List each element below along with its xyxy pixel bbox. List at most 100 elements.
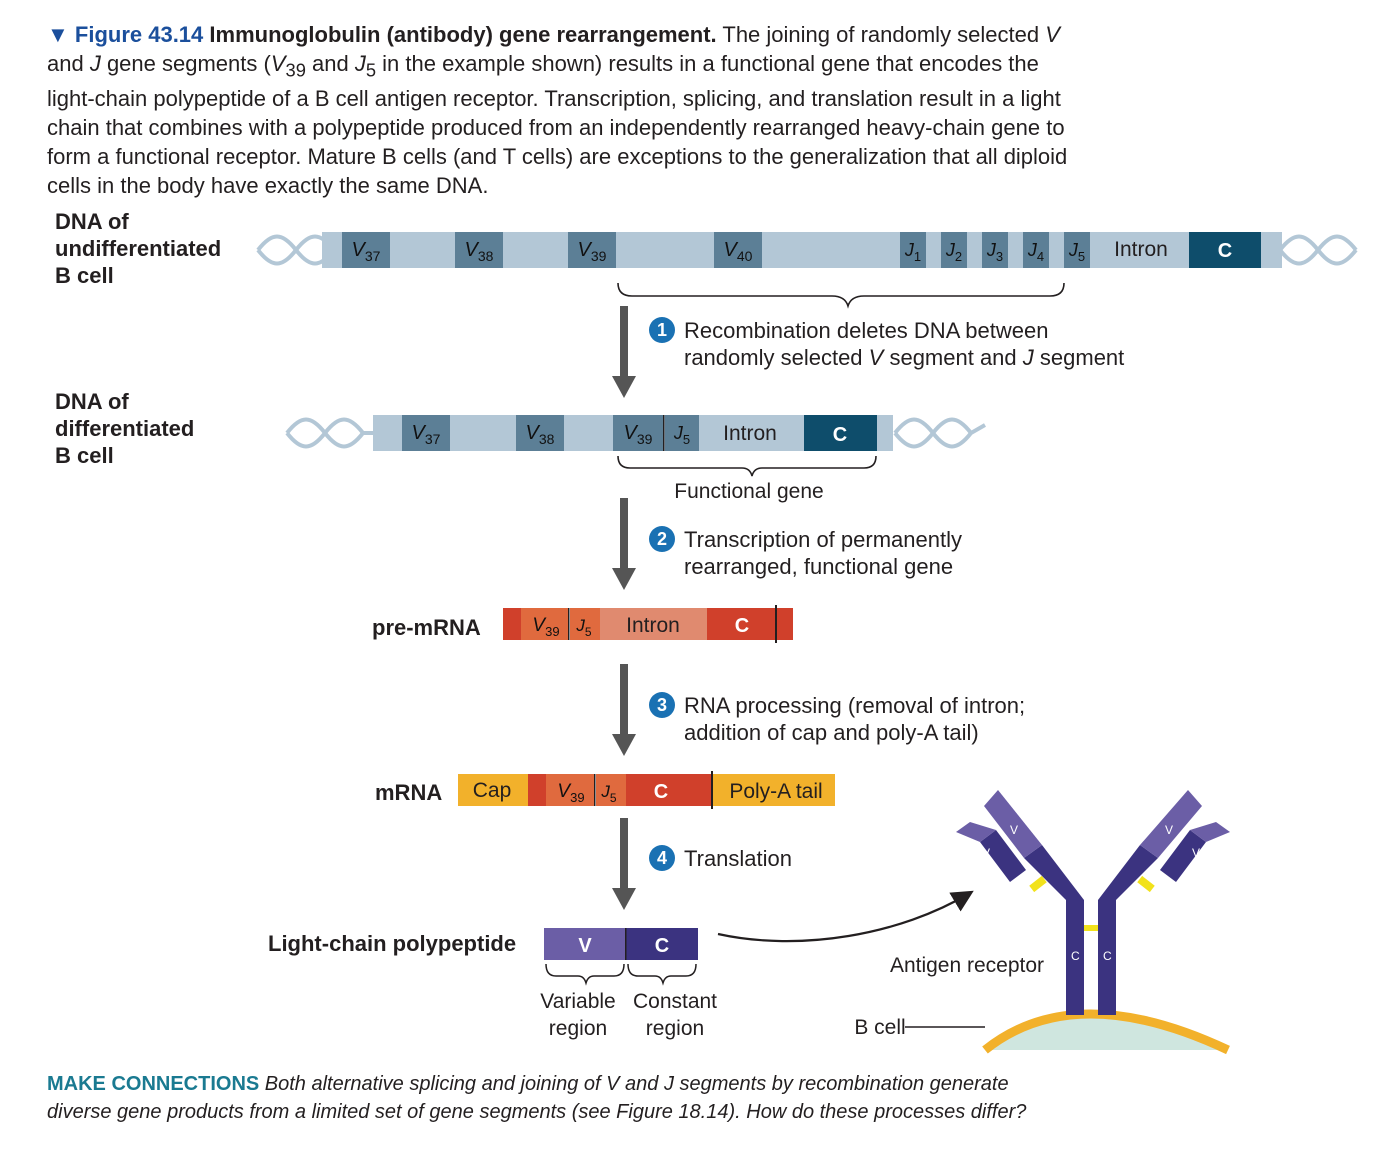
- svg-text:V39: V39: [557, 781, 584, 805]
- step2-badge: 2: [649, 526, 675, 552]
- segment-j4: [1023, 232, 1049, 268]
- intron-label-1: Intron: [1114, 238, 1168, 261]
- mrna-polya: [713, 774, 835, 806]
- mrna-cap-label: Cap: [473, 779, 512, 802]
- step1-line2-j: J: [1022, 345, 1034, 370]
- receptor-v-label-1: V: [1010, 823, 1018, 837]
- premrna-label: pre-mRNA: [372, 615, 481, 640]
- premrna-j5-label: J: [575, 616, 585, 635]
- mrna-label: mRNA: [375, 780, 443, 805]
- diff-v39-label: V: [624, 422, 639, 444]
- premrna-j5: [570, 608, 600, 640]
- j1-sub: 1: [914, 249, 921, 264]
- make-connections-text: Both alternative splicing and joining of…: [47, 1073, 1027, 1123]
- premrna-v39-label: V: [532, 615, 547, 636]
- segment-v38: [455, 232, 503, 268]
- helix-right-1: [1278, 234, 1358, 266]
- step1-line2-v: V: [868, 345, 884, 370]
- receptor-v-label-3: V: [1165, 823, 1173, 837]
- diff-v38-label: V: [526, 422, 541, 444]
- mrna-junction: [594, 774, 596, 806]
- step1-line1: Recombination deletes DNA between: [684, 318, 1049, 343]
- receptor-light-chain-right: [1160, 822, 1230, 882]
- premrna-j5-sub: 5: [585, 625, 592, 639]
- c-label-1: C: [1218, 240, 1232, 262]
- v38-label: V: [465, 239, 480, 261]
- arrow-step1: [612, 306, 636, 398]
- svg-text:V37: V37: [352, 239, 381, 264]
- diff-segment-v39: [613, 415, 663, 451]
- segment-c-1: [1189, 232, 1261, 268]
- premrna-c: [707, 608, 777, 640]
- disulfide-bond-heavy: [1084, 925, 1098, 931]
- constant-label-2: region: [646, 1017, 704, 1040]
- undiff-label-line1: DNA of: [55, 209, 129, 234]
- arrow-step3: [612, 664, 636, 756]
- mrna-end-mark: [711, 771, 713, 809]
- arrow-to-receptor: [717, 890, 974, 943]
- premrna-intron: [600, 608, 707, 640]
- mrna-j5-label: J: [600, 782, 610, 801]
- step2-text: Transcription of permanently rearranged,…: [684, 526, 962, 580]
- receptor-c-label-3: C: [1071, 949, 1080, 963]
- svg-text:V40: V40: [724, 239, 753, 264]
- svg-text:V38: V38: [526, 422, 555, 447]
- segment-j3: [982, 232, 1008, 268]
- mrna-leader: [528, 774, 546, 806]
- svg-text:J5: J5: [673, 423, 690, 447]
- svg-text:J2: J2: [945, 240, 962, 264]
- receptor-c-label-1: C: [1018, 890, 1027, 904]
- helix-left-2: [285, 417, 380, 449]
- j2-label: J: [945, 240, 956, 260]
- caption-v39-sub: 39: [285, 59, 306, 81]
- c-label-2: C: [833, 424, 847, 446]
- premrna-end-mark: [775, 605, 777, 643]
- caption-text-4: and: [305, 51, 355, 76]
- j3-label: J: [986, 240, 997, 260]
- premrna-leader: [503, 608, 521, 640]
- caption-j5-sub: 5: [365, 59, 377, 81]
- svg-text:J5: J5: [600, 782, 617, 805]
- diff-v38-sub: 38: [539, 431, 555, 447]
- svg-text:J4: J4: [1027, 240, 1044, 264]
- segment-j1: [900, 232, 926, 268]
- diff-v37-sub: 37: [425, 431, 441, 447]
- mrna-j5-sub: 5: [610, 791, 617, 805]
- segment-v40: [714, 232, 762, 268]
- receptor-v-label-4: V: [1192, 846, 1200, 860]
- figure-label: ▼ Figure 43.14: [47, 22, 204, 47]
- j3-sub: 3: [996, 249, 1003, 264]
- polypeptide-label: Light-chain polypeptide: [268, 931, 517, 956]
- disulfide-bond-left: [1029, 875, 1047, 893]
- undiff-label-line2: undifferentiated: [55, 236, 222, 261]
- disulfide-bond-right: [1137, 875, 1155, 893]
- step4-line1: Translation: [684, 846, 793, 871]
- premrna-c-label: C: [735, 615, 749, 637]
- receptor-v-label-2: V: [982, 846, 990, 860]
- figure-caption: ▼ Figure 43.14 Immunoglobulin (antibody)…: [47, 20, 1087, 200]
- step1-line2-a: randomly selected: [684, 345, 869, 370]
- caption-v: V: [1045, 22, 1060, 47]
- undiff-label-line3: B cell: [55, 263, 114, 288]
- svg-text:V39: V39: [532, 615, 559, 639]
- step3-badge: 3: [649, 692, 675, 718]
- diff-label-line3: B cell: [55, 443, 114, 468]
- diff-j5-sub: 5: [683, 432, 690, 447]
- differentiated-label: DNA of differentiated B cell: [55, 388, 194, 469]
- bracket-constant: [627, 963, 697, 986]
- diff-segment-v38: [516, 415, 564, 451]
- diff-segment-c: [804, 415, 877, 451]
- svg-text:J5: J5: [575, 616, 592, 639]
- caption-text-1: The joining of randomly selected: [716, 22, 1046, 47]
- mrna-c-label: C: [654, 781, 668, 803]
- diff-segment-v37: [402, 415, 450, 451]
- step1-line2-b: segment and: [883, 345, 1023, 370]
- arrow-step4: [612, 818, 636, 910]
- b-cell-label: B cell: [854, 1016, 905, 1039]
- step4-text: Translation: [684, 845, 792, 872]
- premrna-intron-label: Intron: [626, 614, 680, 637]
- bracket-recombination: [617, 282, 1065, 309]
- b-cell-membrane: [982, 1009, 1230, 1055]
- polypeptide-divider: [625, 928, 627, 960]
- j5-sub: 5: [1078, 249, 1085, 264]
